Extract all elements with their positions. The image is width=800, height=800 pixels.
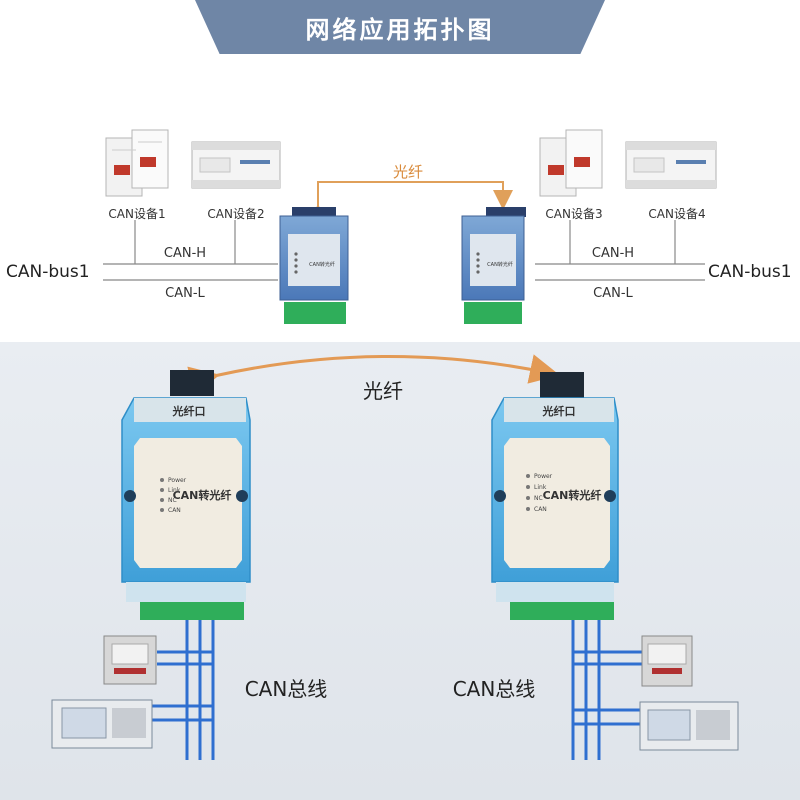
led-power-left: Power xyxy=(168,477,187,484)
bus-label-left: CAN-bus1 xyxy=(6,262,90,282)
can-device-2-icon xyxy=(191,141,281,189)
can-h-label-left: CAN-H xyxy=(164,246,206,261)
converter-left xyxy=(121,370,251,620)
title-banner: 网络应用拓扑图 xyxy=(195,0,605,54)
can-device-4-icon xyxy=(625,141,717,189)
device-label-1: CAN设备1 xyxy=(108,207,165,221)
instrument-box-left xyxy=(103,635,157,685)
signal-generator-left xyxy=(51,699,153,749)
signal-generator-right xyxy=(639,701,739,751)
can-l-label-right: CAN-L xyxy=(593,286,633,301)
led-link-right: Link xyxy=(534,484,547,491)
device-label-2: CAN设备2 xyxy=(207,207,264,221)
converter-right xyxy=(491,372,619,620)
can-h-label-right: CAN-H xyxy=(592,246,634,261)
fiber-label-top: 光纤 xyxy=(393,163,423,181)
converter-small-left-label: CAN转光纤 xyxy=(309,261,335,268)
converter-small-right-label: CAN转光纤 xyxy=(487,261,513,268)
converter-small-left xyxy=(279,207,349,324)
converter-small-right xyxy=(461,207,526,324)
port-label-left: 光纤口 xyxy=(172,404,206,418)
led-power-right: Power xyxy=(534,473,553,480)
can-device-1-icon xyxy=(105,129,169,197)
led-link-left: Link xyxy=(168,487,181,494)
fiber-link-top xyxy=(308,181,513,224)
led-nc-left: NC xyxy=(168,497,177,504)
can-l-label-left: CAN-L xyxy=(165,286,205,301)
led-can-right: CAN xyxy=(534,506,547,513)
led-can-left: CAN xyxy=(168,507,181,514)
instrument-box-right xyxy=(641,635,693,687)
led-nc-right: NC xyxy=(534,495,543,502)
can-bus-label-left: CAN总线 xyxy=(245,677,328,701)
fiber-link-bottom xyxy=(187,354,560,396)
can-bus-label-right: CAN总线 xyxy=(453,677,536,701)
can-bus-wires-right xyxy=(571,620,642,760)
device-label-4: CAN设备4 xyxy=(648,207,705,221)
bus-label-right: CAN-bus1 xyxy=(708,262,792,282)
fiber-label-bottom: 光纤 xyxy=(363,379,403,403)
converter-label-right: CAN转光纤 xyxy=(543,488,602,502)
can-bus-wires-left xyxy=(150,620,215,760)
diagram-title: 网络应用拓扑图 xyxy=(305,15,495,44)
converter-label-left: CAN转光纤 xyxy=(173,488,232,502)
can-device-3-icon xyxy=(539,129,603,197)
port-label-right: 光纤口 xyxy=(542,404,576,418)
device-label-3: CAN设备3 xyxy=(545,207,602,221)
